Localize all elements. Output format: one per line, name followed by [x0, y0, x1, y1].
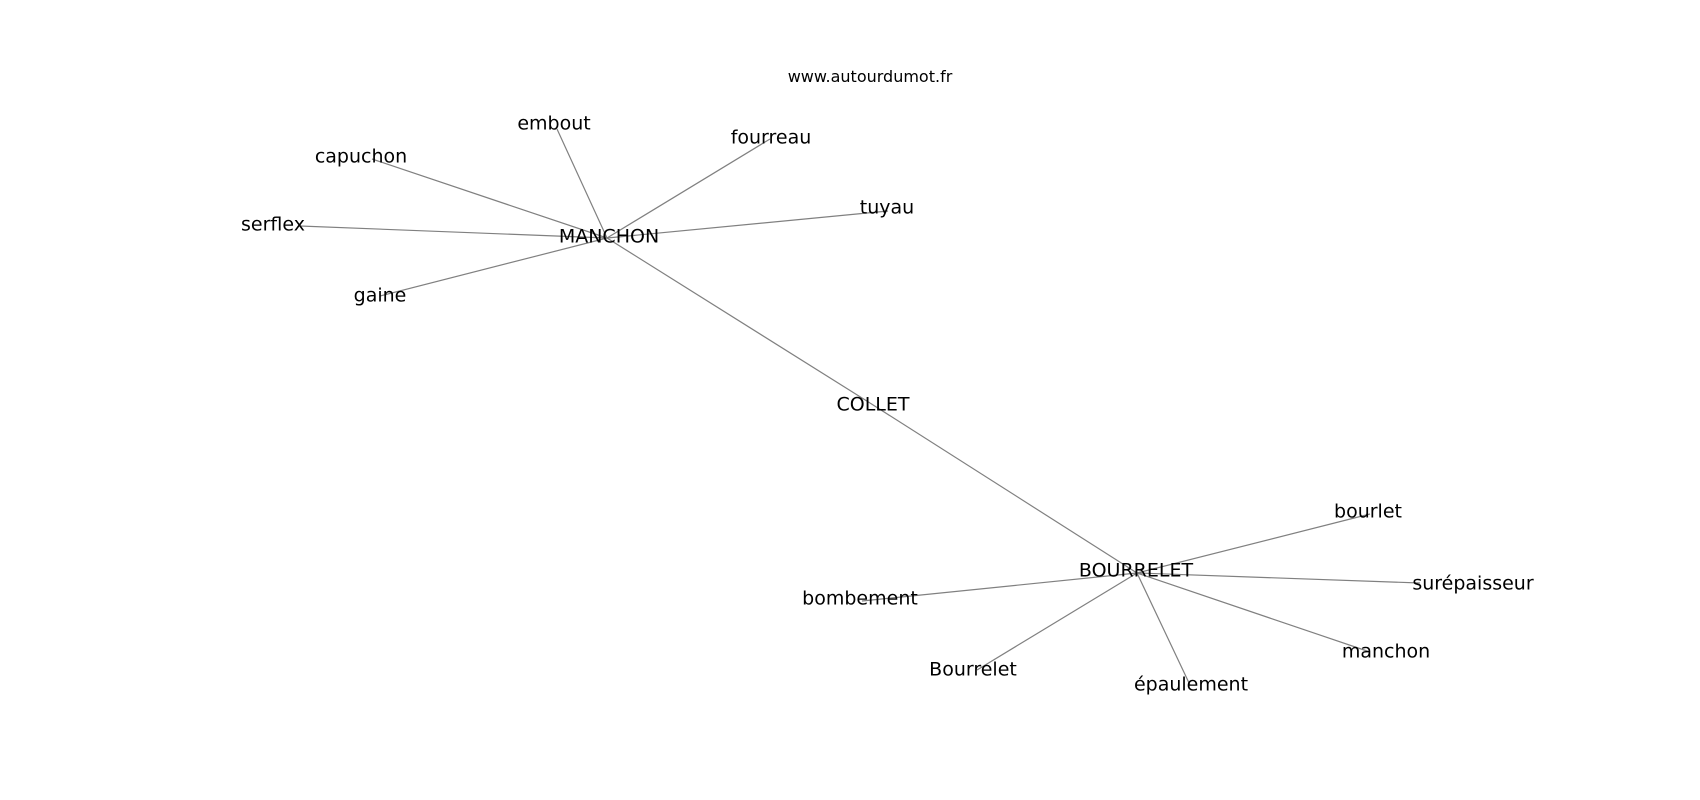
node-collet: COLLET	[836, 394, 909, 416]
edge-bourrelet-bourrelet-leaf	[976, 572, 1138, 671]
edge-bourrelet-bombement	[861, 572, 1138, 602]
edge-collet-bourrelet	[869, 402, 1138, 574]
node-bourlet: bourlet	[1334, 501, 1402, 523]
node-manchon-hub: MANCHON	[559, 226, 659, 248]
edge-manchon-fourreau	[606, 138, 771, 239]
edge-manchon-capuchon	[371, 158, 608, 239]
node-capuchon: capuchon	[315, 146, 407, 168]
watermark-text: www.autourdumot.fr	[788, 67, 953, 86]
edge-manchon-collet	[606, 237, 871, 404]
edges	[299, 128, 1421, 686]
node-bourrelet-leaf: Bourrelet	[929, 659, 1017, 681]
labels: www.autourdumot.fr COLLET MANCHON BOURRE…	[241, 67, 1534, 696]
edge-manchon-embout	[556, 128, 608, 239]
node-epaulement: épaulement	[1134, 674, 1248, 696]
node-manchon: manchon	[1342, 641, 1430, 663]
edge-manchon-gaine	[379, 237, 608, 297]
node-tuyau: tuyau	[860, 197, 914, 219]
node-bourrelet-hub: BOURRELET	[1079, 560, 1194, 582]
node-fourreau: fourreau	[731, 127, 812, 149]
edge-bourrelet-manchon	[1136, 572, 1371, 653]
node-bombement: bombement	[802, 588, 918, 610]
edge-bourrelet-surepaisseur	[1136, 572, 1421, 584]
edge-manchon-tuyau	[606, 210, 889, 239]
node-embout: embout	[517, 113, 590, 135]
edge-bourrelet-epaulement	[1136, 572, 1191, 686]
node-surepaisseur: surépaisseur	[1412, 573, 1534, 595]
edge-bourrelet-bourlet	[1136, 513, 1371, 574]
edge-manchon-serflex	[299, 225, 608, 239]
node-gaine: gaine	[354, 285, 407, 307]
node-serflex: serflex	[241, 214, 305, 236]
